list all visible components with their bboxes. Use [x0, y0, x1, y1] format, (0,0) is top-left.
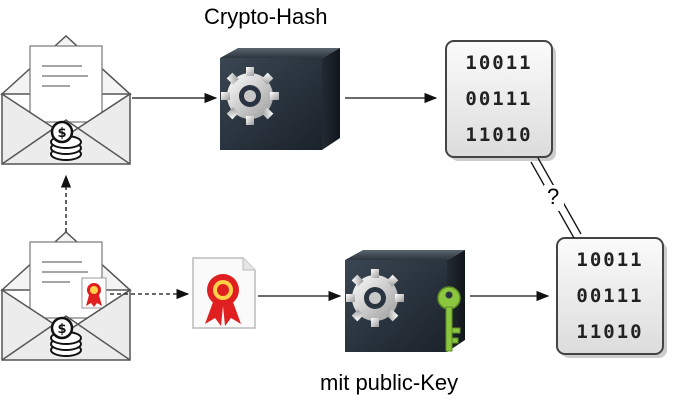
- binary-row: 10011: [465, 52, 532, 74]
- envelope-top-icon: $: [0, 34, 132, 165]
- binary-row: 11010: [465, 124, 532, 146]
- hash-result-panel: 10011 00111 11010: [445, 40, 556, 161]
- gear-icon: [221, 67, 279, 125]
- certificate-icon: [192, 257, 256, 329]
- public-key-safe-icon: [345, 250, 465, 352]
- binary-row: 00111: [465, 88, 532, 110]
- comparison-equals-line: [530, 157, 582, 239]
- gear-icon: [346, 269, 404, 327]
- svg-text:$: $: [57, 126, 66, 141]
- coins-icon: $: [50, 120, 82, 161]
- certificate-small-icon: [81, 277, 107, 309]
- svg-text:$: $: [57, 322, 66, 337]
- envelope-bottom-icon: $: [0, 230, 132, 361]
- hash-title: Crypto-Hash: [204, 4, 328, 29]
- binary-row: 00111: [576, 285, 643, 307]
- decrypted-result-panel: 10011 00111 11010: [556, 237, 667, 358]
- key-icon: [437, 286, 461, 352]
- hash-safe-icon: [220, 48, 340, 150]
- comparison-question-mark: ?: [547, 184, 560, 209]
- binary-row: 10011: [576, 249, 643, 271]
- public-key-title: mit public-Key: [320, 370, 459, 395]
- binary-row: 11010: [576, 321, 643, 343]
- coins-icon: $: [50, 316, 82, 357]
